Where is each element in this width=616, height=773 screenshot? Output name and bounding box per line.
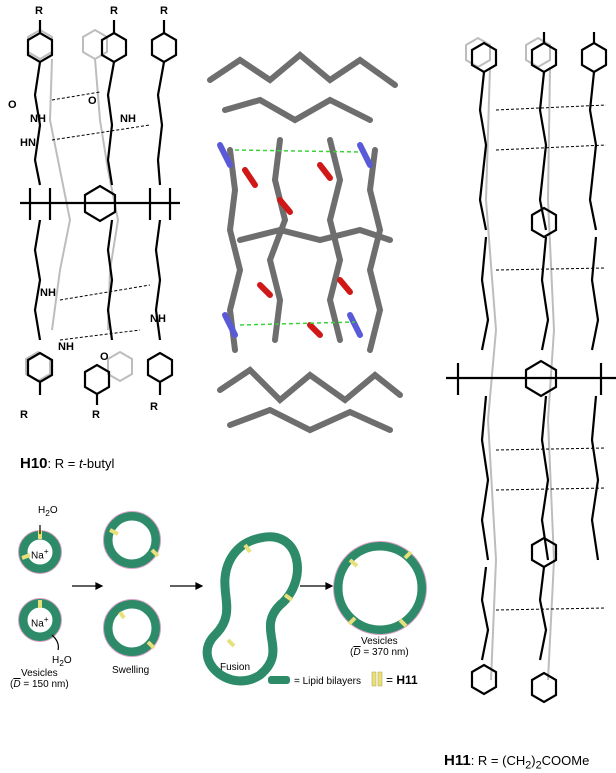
h10-o-2: O — [88, 95, 97, 107]
h10-o-1: O — [8, 99, 17, 111]
fusion-label: Fusion — [220, 662, 251, 673]
h11-caption-mid: ) — [531, 753, 536, 768]
h11-structure — [446, 32, 616, 704]
h10-hn-1: HN — [20, 137, 36, 149]
legend-h11-label: = H11 — [386, 673, 418, 687]
h10-r-bottom-3: R — [150, 401, 158, 413]
water-label-top: H2O — [38, 505, 58, 518]
vesicles-left-size: = 150 nm — [23, 679, 66, 690]
ion-label-top: Na+ — [31, 546, 49, 561]
vesicles-left-title: Vesicles — [21, 668, 58, 679]
h10-nh-2: NH — [120, 113, 136, 125]
h11-caption-eq: : R = (CH — [470, 753, 526, 768]
h10-nh-5: NH — [58, 341, 74, 353]
h11-caption-end: COOMe — [541, 753, 590, 768]
swelling-label: Swelling — [112, 665, 150, 676]
water-top-h: H — [38, 505, 46, 516]
h11-caption: H11: R = (CH2)2COOMe — [444, 752, 589, 772]
vesicles-left-label: Vesicles (D = 150 nm) — [10, 668, 69, 690]
h10-caption: H10: R = t-butyl — [20, 455, 114, 472]
legend-h11-eq: = — [386, 673, 397, 687]
h10-nh-4: NH — [150, 313, 166, 325]
ion-top-charge: + — [43, 546, 49, 556]
h10-r-top-3: R — [160, 5, 168, 17]
vesicles-right-d: D — [353, 647, 361, 658]
legend-bilayer-label: = Lipid bilayers — [294, 676, 361, 687]
h10-nh-1: NH — [30, 113, 46, 125]
legend-bilayer-swatch — [268, 676, 290, 684]
h10-name: H10 — [20, 455, 48, 472]
water-bottom-h: H — [52, 655, 60, 666]
water-label-bottom: H2O — [52, 655, 72, 668]
ion-bottom-na: Na — [31, 618, 44, 630]
h10-r-top-2: R — [110, 5, 118, 17]
water-top-sub: 2 — [45, 508, 50, 518]
h10-r-bottom-2: R — [92, 409, 100, 420]
h10-structure: R R R O NH HN NH O NH NH NH O R R R — [8, 5, 180, 420]
swelling-vesicle-bottom — [103, 599, 161, 657]
water-bottom-o: O — [63, 655, 72, 666]
vesicles-right-label: Vesicles (D = 370 nm) — [350, 636, 409, 658]
swelling-vesicle-top — [103, 511, 161, 569]
h10-substituent-prefix: t — [78, 456, 83, 471]
h10-r-bottom-1: R — [20, 409, 28, 420]
vesicle-fusion-scheme — [18, 511, 427, 687]
ion-label-bottom: Na+ — [31, 614, 49, 629]
vesicles-right-title: Vesicles — [361, 636, 398, 647]
legend-h11-name: H11 — [396, 673, 418, 687]
h11-sub-1: 2 — [525, 759, 532, 772]
h11-name: H11 — [444, 752, 471, 769]
ion-top-na: Na — [31, 550, 44, 562]
h10-o-3: O — [100, 351, 109, 363]
crystal-structure-render — [207, 51, 403, 434]
h10-r-top-1: R — [35, 5, 43, 17]
vesicles-right-size: = 370 nm — [363, 647, 406, 658]
h10-caption-eq: : R = — [47, 456, 79, 471]
legend-h11-swatch — [371, 671, 377, 687]
ion-bottom-charge: + — [43, 614, 49, 624]
h10-substituent: -butyl — [82, 456, 115, 471]
fusion-vesicle — [202, 532, 302, 686]
h11-sub-2: 2 — [535, 759, 542, 772]
h10-nh-3: NH — [40, 287, 56, 299]
vesicles-left-d: D — [13, 679, 21, 690]
water-bottom-sub: 2 — [59, 658, 64, 668]
large-vesicle — [333, 541, 427, 635]
water-top-o: O — [49, 505, 58, 516]
